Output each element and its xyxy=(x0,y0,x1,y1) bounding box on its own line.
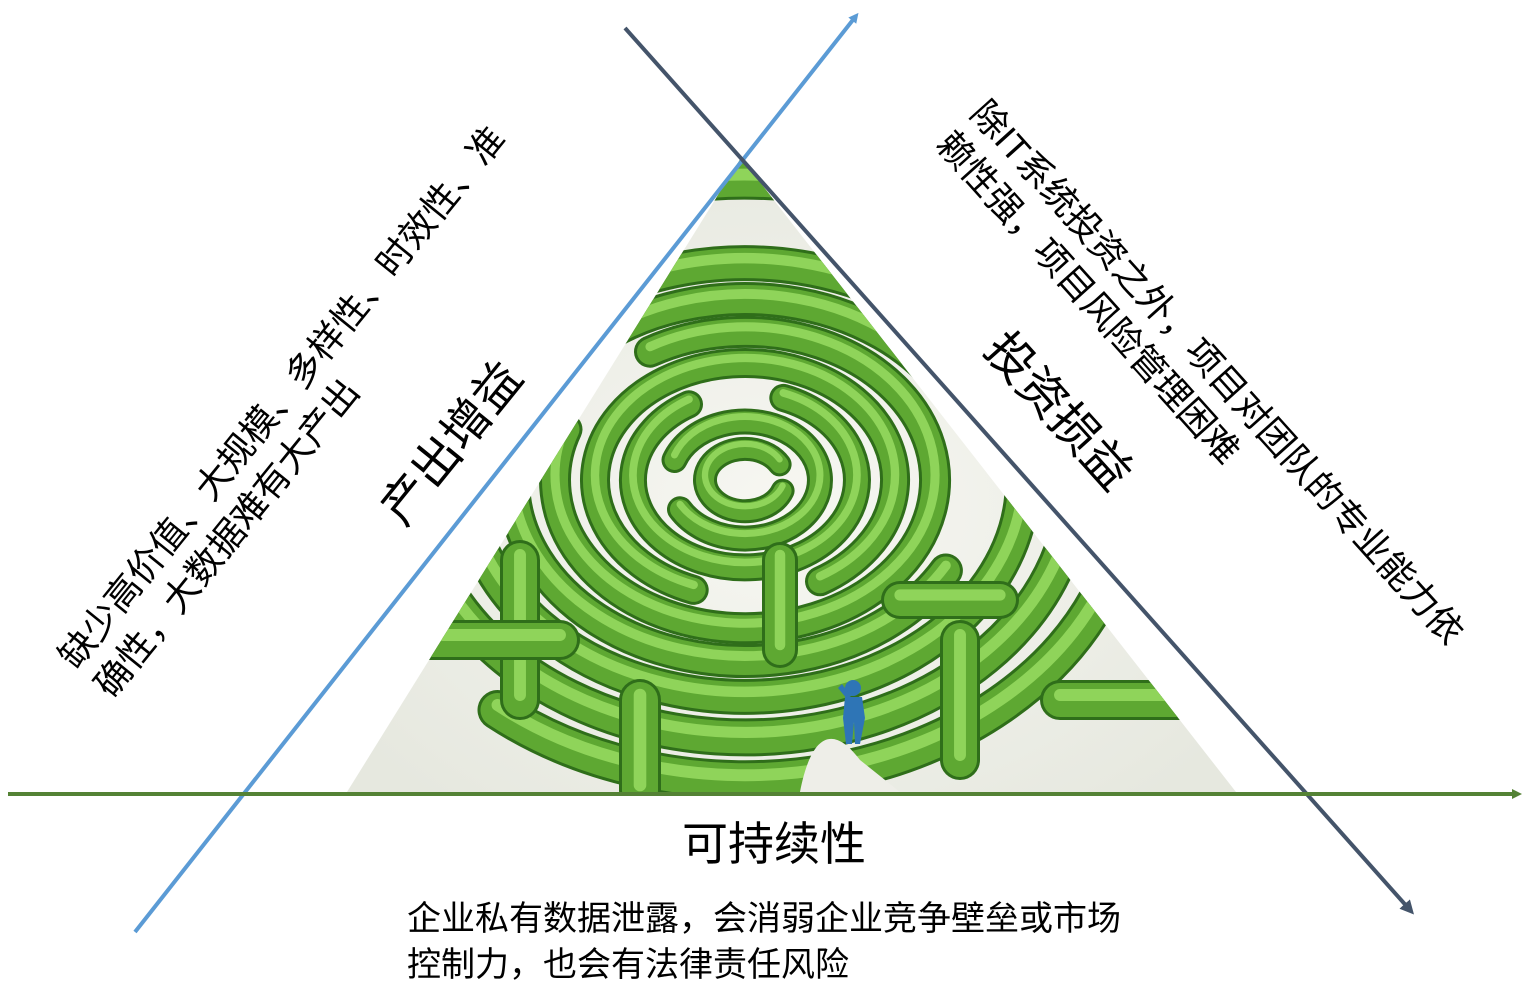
hedge-ring xyxy=(701,440,786,510)
bottom-axis-heading: 可持续性 xyxy=(682,818,866,870)
left-axis-arrow xyxy=(133,12,859,934)
bottom-axis-description: 企业私有数据泄露，会消弱企业竞争壁垒或市场 控制力，也会有法律责任风险 xyxy=(407,896,1207,984)
bottom-axis-description-line: 控制力，也会有法律责任风险 xyxy=(407,946,849,984)
hedge-ring xyxy=(629,389,861,567)
hedge-ring xyxy=(590,353,900,590)
hedge-ring xyxy=(550,322,940,628)
bottom-axis-description-line: 企业私有数据泄露，会消弱企业竞争壁垒或市场 xyxy=(407,900,1121,938)
hedge-ring xyxy=(671,413,824,538)
maze-path xyxy=(800,738,900,792)
right-axis-arrow xyxy=(623,26,1414,915)
person-icon xyxy=(838,680,865,744)
